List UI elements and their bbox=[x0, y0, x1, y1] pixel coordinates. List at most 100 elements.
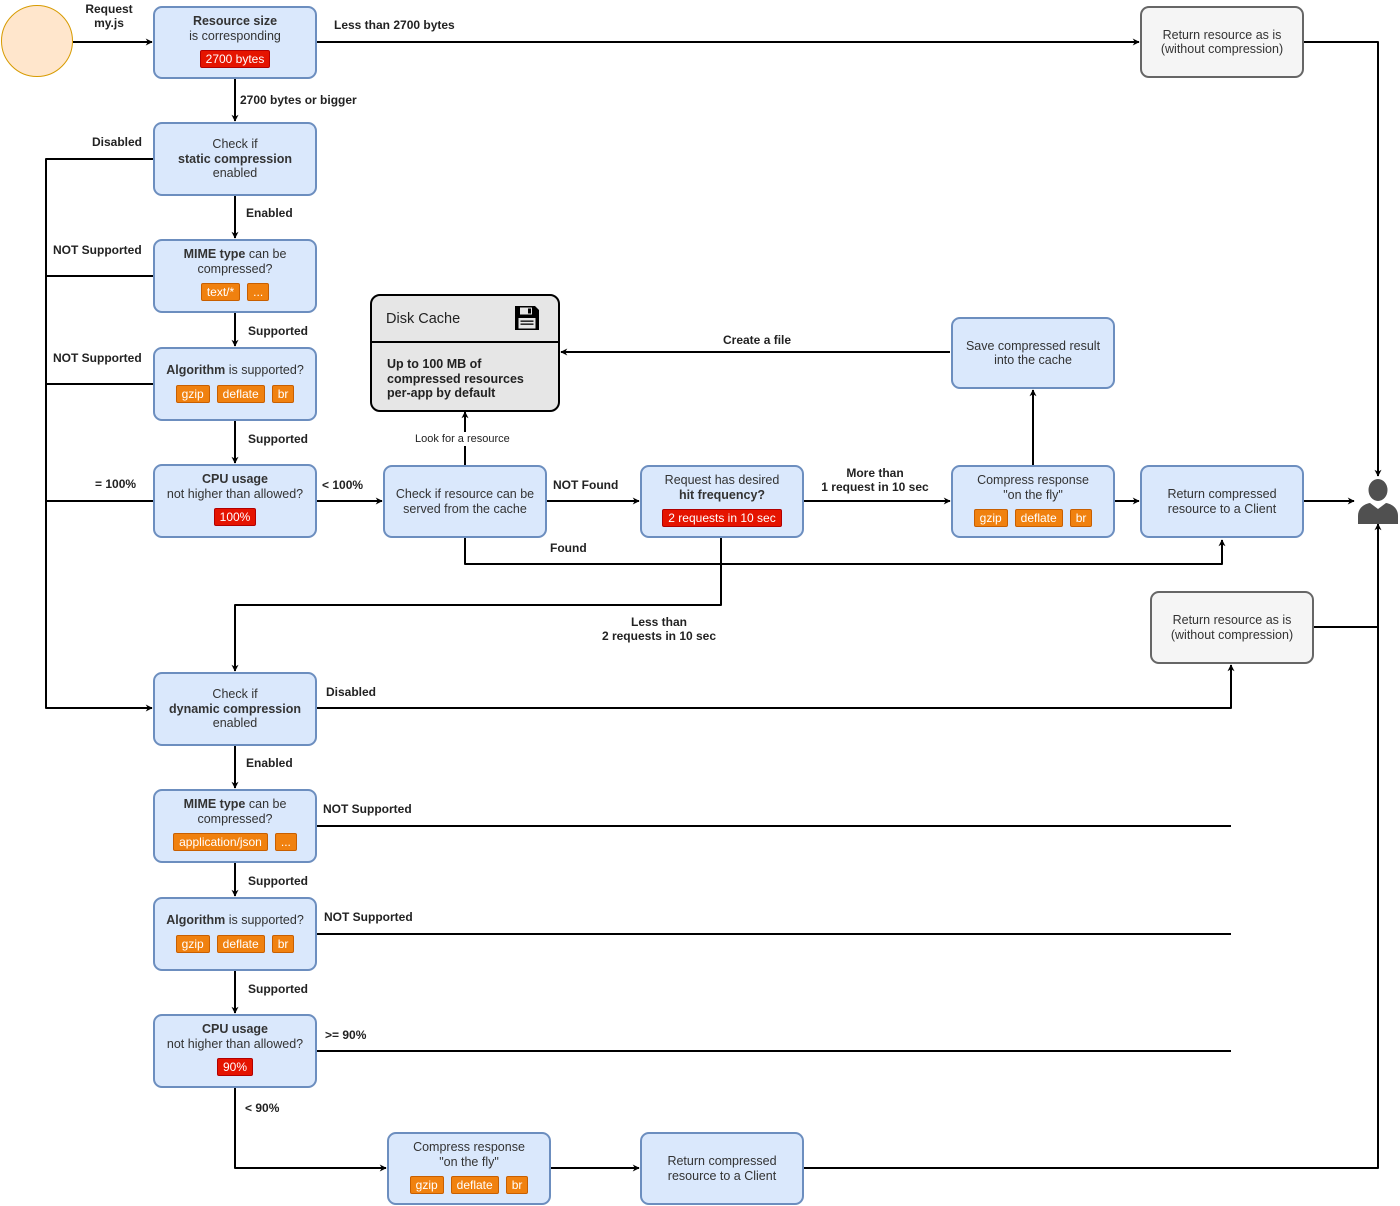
edge-return-bottom-to-client bbox=[803, 524, 1379, 1169]
node-text-line: MIME type can be bbox=[184, 247, 287, 262]
edge-label-line: Enabled bbox=[246, 206, 293, 220]
node-text: compressed? bbox=[197, 811, 273, 826]
edge-label-line: >= 90% bbox=[325, 1028, 367, 1042]
option-badge: br bbox=[271, 384, 295, 403]
node-text-line: Compress response bbox=[413, 1140, 525, 1155]
edge-label-cpu-equal-100: = 100% bbox=[95, 477, 136, 491]
option-badge: application/json bbox=[173, 833, 268, 851]
node-text-line: resource to a Client bbox=[668, 1169, 776, 1184]
node-text-line: Resource size bbox=[193, 14, 277, 29]
node-text: Compress response bbox=[413, 1140, 525, 1154]
node-text-bold: dynamic compression bbox=[169, 701, 301, 716]
node-text-line: not higher than allowed? bbox=[167, 487, 303, 502]
disk-cache-body-line: Up to 100 MB of bbox=[387, 357, 482, 371]
disk-cache-header: Disk Cache bbox=[372, 296, 558, 343]
option-badge: gzip bbox=[175, 934, 210, 953]
node-text: is supported? bbox=[225, 913, 304, 927]
edge-label-line: Look for a resource bbox=[415, 433, 510, 445]
node-text-line: Algorithm is supported? bbox=[166, 363, 304, 378]
edge-label-2700-or-bigger: 2700 bytes or bigger bbox=[240, 93, 357, 107]
node-text: Return resource as is bbox=[1162, 27, 1282, 42]
node-text-line: is corresponding bbox=[189, 29, 281, 44]
start-label-line: Request bbox=[85, 2, 133, 16]
node-text-line: enabled bbox=[213, 166, 258, 181]
tag-group: gzip deflate br bbox=[175, 934, 295, 953]
node-text-bold: MIME type bbox=[183, 797, 246, 811]
threshold-badge: 2 requests in 10 sec bbox=[662, 509, 782, 527]
start-circle bbox=[1, 5, 73, 77]
node-text-line: MIME type can be bbox=[184, 797, 287, 812]
node-text-line: Return resource as is bbox=[1163, 28, 1282, 43]
node-text-line: "on the fly" bbox=[439, 1155, 499, 1170]
option-badge: gzip bbox=[175, 384, 210, 403]
option-badge: deflate bbox=[216, 934, 265, 953]
node-text-line: Return compressed bbox=[1167, 487, 1276, 502]
return-as-is-top-node: Return resource as is(without compressio… bbox=[1140, 6, 1304, 78]
option-badge: br bbox=[271, 934, 295, 953]
edge-label-line: Supported bbox=[248, 874, 308, 888]
edge-label-dynamic-disabled: Disabled bbox=[326, 685, 376, 699]
algorithm-dynamic-node: Algorithm is supported? gzip deflate br bbox=[153, 897, 317, 971]
node-text: Request has desired bbox=[664, 473, 780, 487]
edge-label-line: Less than 2700 bytes bbox=[334, 18, 455, 32]
node-text: into the cache bbox=[994, 353, 1072, 367]
node-text-line: enabled bbox=[213, 716, 258, 731]
edge-label-look-for-resource: Look for a resource bbox=[414, 432, 511, 446]
edge-label-line: Less than bbox=[630, 615, 687, 629]
start-label-line: my.js bbox=[94, 16, 124, 30]
tag-group: application/json... bbox=[173, 833, 297, 851]
option-badge: deflate bbox=[1014, 509, 1063, 527]
node-text: Return resource as is bbox=[1172, 613, 1292, 627]
node-text: is corresponding bbox=[189, 28, 281, 43]
tag-group: 2700 bytes bbox=[199, 50, 271, 68]
node-text-line: CPU usage bbox=[202, 1022, 268, 1037]
node-text-bold: CPU usage bbox=[202, 1022, 268, 1036]
option-badge: gzip bbox=[973, 509, 1008, 527]
edge-label-algo-dynamic-supported: Supported bbox=[248, 982, 308, 996]
edge-cpu-dynamic-lt bbox=[234, 1088, 387, 1172]
node-text-line: hit frequency? bbox=[679, 488, 765, 503]
option-badge: br bbox=[1069, 509, 1093, 527]
edge-label-line: NOT Found bbox=[553, 478, 619, 492]
disk-cache-body-line: per-app by default bbox=[387, 386, 496, 400]
node-text: enabled bbox=[212, 166, 258, 181]
edge-label-create-file: Create a file bbox=[723, 333, 791, 347]
edge-label-line: < 100% bbox=[322, 478, 364, 492]
edge-label-line: Supported bbox=[248, 324, 308, 338]
tag-group: 100% bbox=[213, 508, 257, 526]
node-text-line: compressed? bbox=[197, 262, 272, 277]
edge-label-line: 1 request in 10 sec bbox=[821, 480, 929, 494]
edge-label-line: More than bbox=[846, 466, 904, 480]
edge-label-line: NOT Supported bbox=[53, 351, 142, 365]
disk-cache-node: Disk Cache Up to 100 MB of compressed re… bbox=[370, 294, 560, 412]
edge-label-static-disabled: Disabled bbox=[92, 135, 142, 149]
node-text: Check if resource can be bbox=[395, 487, 535, 501]
node-text-line: "on the fly" bbox=[1003, 488, 1063, 503]
node-text: compressed? bbox=[197, 261, 273, 276]
node-text-line: Request has desired bbox=[665, 473, 780, 488]
node-text: can be bbox=[245, 247, 287, 261]
edge-static-disabled bbox=[45, 158, 153, 712]
node-text: not higher than allowed? bbox=[166, 486, 304, 501]
edge-label-algo-dynamic-not-supported: NOT Supported bbox=[324, 910, 413, 924]
edge-label-dynamic-enabled: Enabled bbox=[246, 756, 293, 770]
edge-label-line: Supported bbox=[248, 982, 308, 996]
node-text-bold: Algorithm bbox=[166, 913, 226, 927]
disk-cache-body: Up to 100 MB of compressed resources per… bbox=[372, 343, 558, 401]
start-label: Request my.js bbox=[78, 2, 140, 30]
edge-label-line: NOT Supported bbox=[323, 802, 412, 816]
node-text: Check if bbox=[212, 687, 258, 702]
node-text-bold: static compression bbox=[178, 151, 292, 166]
node-text: "on the fly" bbox=[1003, 487, 1063, 502]
edge-return-asis-mid-to-client bbox=[1313, 523, 1382, 628]
node-text: Save compressed result bbox=[965, 338, 1101, 353]
